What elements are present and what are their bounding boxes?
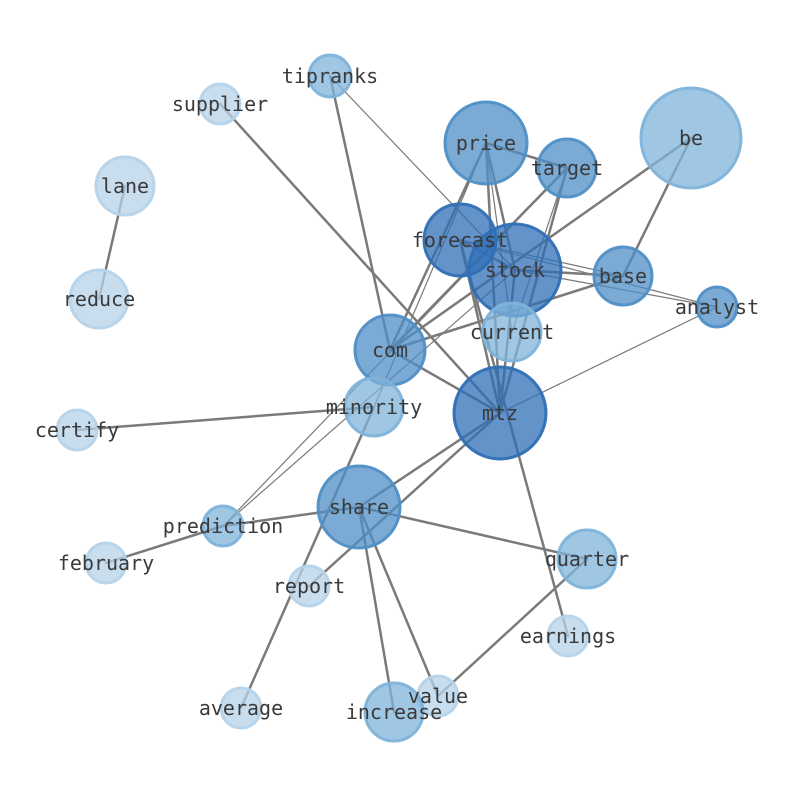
node-label-value: value — [408, 684, 468, 708]
labels-layer: tipranks supplier price be target lane forecas… — [35, 64, 759, 724]
node-label-increase: increase — [346, 700, 442, 724]
edge-tipranks-com — [328, 74, 392, 352]
node-quarter — [556, 528, 618, 590]
node-reduce — [68, 268, 130, 330]
node-label-february: february — [58, 551, 154, 575]
node-label-earnings: earnings — [520, 624, 616, 648]
node-label-be: be — [679, 126, 703, 150]
node-label-minority: minority — [326, 395, 422, 419]
nodes-layer — [55, 53, 743, 743]
node-target — [536, 137, 598, 199]
node-current — [481, 301, 543, 363]
node-average — [219, 686, 263, 730]
node-analyst — [695, 285, 739, 329]
edge-supplier-mtz — [218, 102, 502, 415]
node-be — [639, 86, 743, 190]
node-label-certify: certify — [35, 418, 119, 442]
node-lane — [94, 155, 156, 217]
node-label-analyst: analyst — [675, 295, 759, 319]
node-label-reduce: reduce — [63, 287, 135, 311]
node-label-forecast: forecast — [412, 228, 508, 252]
node-label-supplier: supplier — [172, 92, 268, 116]
node-tipranks — [307, 53, 353, 99]
node-label-share: share — [329, 495, 389, 519]
node-price — [443, 100, 529, 186]
node-mtz — [452, 365, 548, 461]
node-label-current: current — [470, 320, 554, 344]
node-label-stock: stock — [485, 258, 545, 282]
node-label-mtz: mtz — [482, 401, 518, 425]
node-certify — [55, 408, 99, 452]
node-label-tipranks: tipranks — [282, 64, 378, 88]
node-base — [592, 245, 654, 307]
node-minority — [343, 376, 405, 438]
edge-minority-certify — [75, 405, 376, 432]
node-label-prediction: prediction — [163, 514, 283, 538]
node-label-quarter: quarter — [545, 547, 629, 571]
node-label-lane: lane — [101, 174, 149, 198]
node-share — [316, 464, 402, 550]
node-prediction — [201, 504, 245, 548]
edge-quarter-value — [436, 557, 589, 698]
node-supplier — [198, 82, 242, 126]
node-label-com: com — [372, 338, 408, 362]
node-february — [84, 541, 128, 585]
node-earnings — [546, 614, 590, 658]
node-label-base: base — [599, 264, 647, 288]
node-increase — [363, 681, 425, 743]
node-label-target: target — [531, 156, 603, 180]
node-label-average: average — [199, 696, 283, 720]
node-label-report: report — [273, 574, 345, 598]
node-label-price: price — [456, 131, 516, 155]
edge-minority-average — [239, 405, 376, 710]
node-report — [287, 564, 331, 608]
